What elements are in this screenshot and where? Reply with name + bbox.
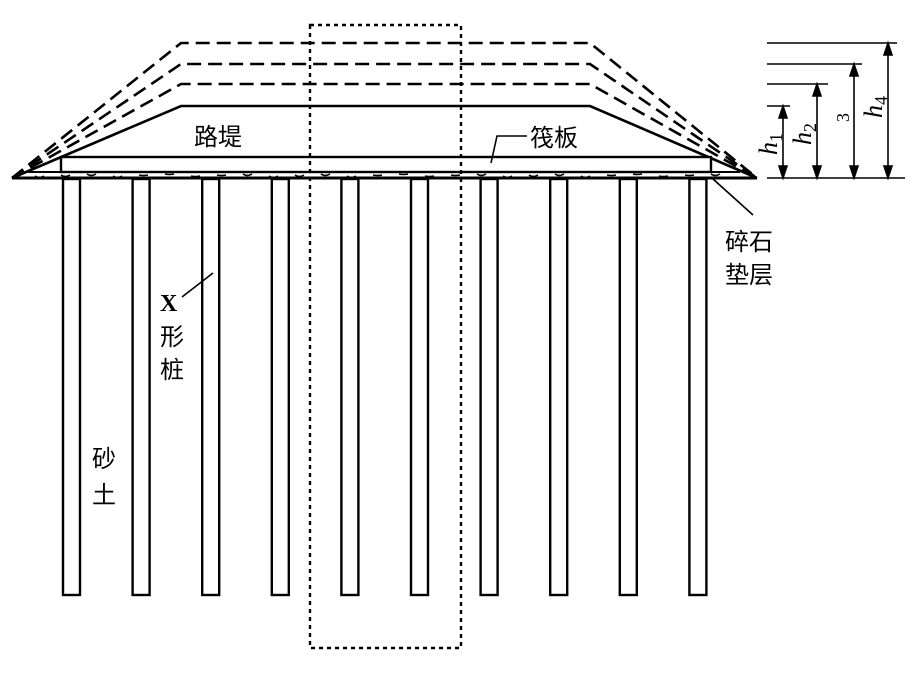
profile-h4 xyxy=(11,41,758,180)
gravel-stone xyxy=(294,174,305,178)
pile xyxy=(618,177,638,597)
gravel-stone xyxy=(86,173,97,177)
profile-h3 xyxy=(11,62,758,180)
gravel-stone xyxy=(320,173,331,177)
pile xyxy=(688,177,708,597)
pile xyxy=(131,177,151,597)
height-dimensions xyxy=(767,40,905,181)
soil-label-1: 砂 xyxy=(92,445,116,473)
gravel-stone xyxy=(424,175,435,178)
profile-h1 xyxy=(11,104,758,180)
pile-label-2: 形 xyxy=(160,323,184,351)
h3-label: 3 xyxy=(833,113,853,122)
pile xyxy=(61,177,82,597)
raft-leader-line xyxy=(490,135,527,164)
gravel-stone xyxy=(710,173,721,177)
gravel-stone xyxy=(528,174,539,178)
gravel-stone xyxy=(60,174,71,178)
gravel-stone xyxy=(164,173,175,176)
gravel-stone xyxy=(658,175,669,178)
piles xyxy=(61,177,708,597)
pile-label-3: 桩 xyxy=(160,356,184,384)
pile xyxy=(270,177,290,597)
gravel-stone xyxy=(268,175,279,179)
gravel-stone xyxy=(34,175,45,179)
h2-label: h2 xyxy=(788,123,820,145)
soil-label-2: 土 xyxy=(92,481,116,509)
gravel-stone xyxy=(580,175,591,179)
gravel-cushion xyxy=(12,171,757,180)
h1-arrow xyxy=(777,103,789,181)
raft xyxy=(59,155,713,174)
embankment-label: 路堤 xyxy=(194,123,242,151)
embankment-profiles xyxy=(11,41,758,180)
raft-label: 筏板 xyxy=(530,124,578,152)
gravel-stone xyxy=(606,174,617,177)
gravel-cushion-label-1: 碎石 xyxy=(725,228,773,256)
gravel-stone xyxy=(346,175,357,179)
gravel-leader-line xyxy=(712,178,754,216)
pile xyxy=(340,177,360,597)
pile-label-1: X xyxy=(160,291,178,317)
profile-h2 xyxy=(11,82,758,180)
gravel-stone xyxy=(450,174,461,177)
h3-arrow xyxy=(848,61,860,181)
gravel-stone xyxy=(242,173,253,177)
gravel-stone xyxy=(684,174,695,177)
gravel-stone xyxy=(632,173,643,176)
h4-label: h4 xyxy=(859,96,891,118)
gravel-stone xyxy=(554,173,565,177)
gravel-stone xyxy=(476,173,487,177)
pile xyxy=(409,177,430,597)
h4-arrow xyxy=(882,40,894,181)
h1-label: h1 xyxy=(754,133,786,155)
gravel-stone xyxy=(502,175,513,179)
gravel-stone xyxy=(112,175,123,179)
gravel-stone xyxy=(190,175,201,178)
gravel-stone xyxy=(216,174,227,177)
pile xyxy=(479,177,499,597)
highlight-box xyxy=(308,23,463,650)
pile-leader-line xyxy=(181,272,214,298)
h2-arrow xyxy=(811,81,823,181)
gravel-cushion-label-2: 垫层 xyxy=(725,261,773,289)
pile xyxy=(200,177,221,597)
gravel-stone xyxy=(398,173,409,176)
gravel-stone xyxy=(138,174,149,177)
gravel-stone xyxy=(372,174,383,177)
pile xyxy=(549,177,569,597)
